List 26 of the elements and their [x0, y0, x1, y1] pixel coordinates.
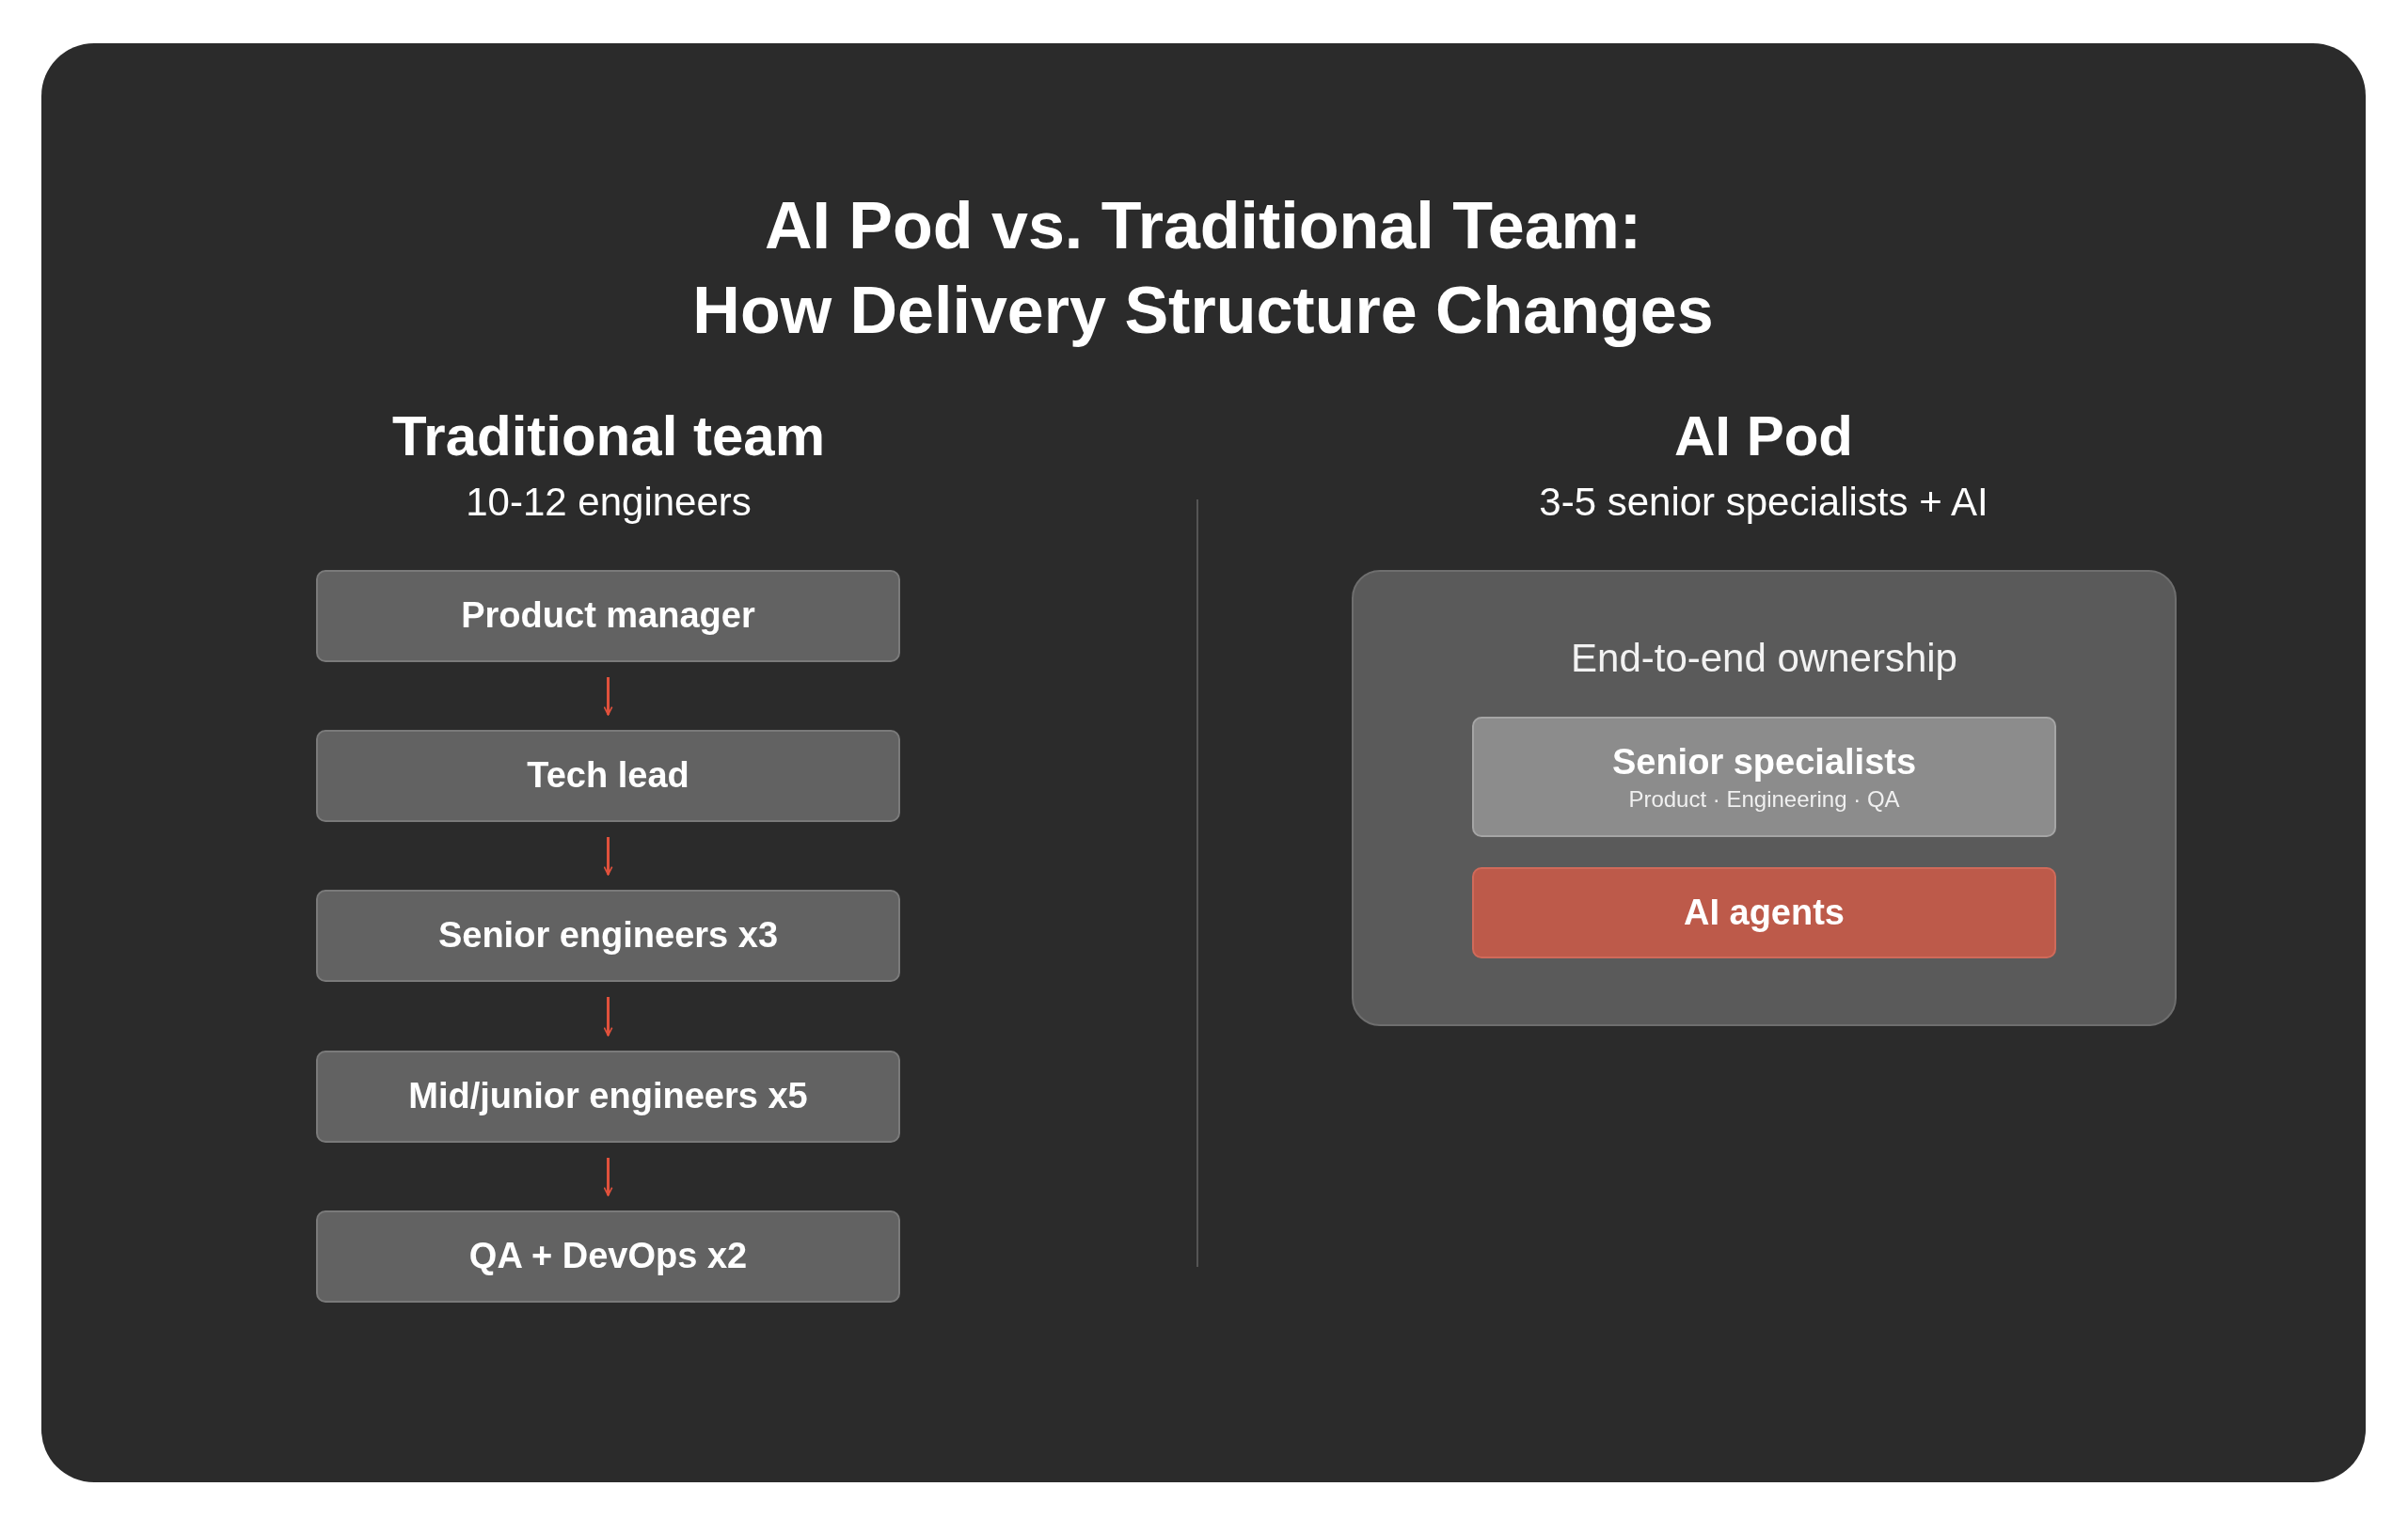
arrow [603, 837, 613, 876]
role-title: Product manager [461, 594, 755, 638]
arrow [603, 1158, 613, 1196]
column-subheading: 3-5 senior specialists + AI [1538, 479, 1989, 526]
role-title: Mid/junior engineers x5 [408, 1075, 808, 1118]
pod-container [1352, 570, 2177, 1026]
role-subtitle: Product · Engineering · QA [1628, 784, 1900, 814]
column-subheading: 10-12 engineers [465, 479, 752, 526]
role-title: QA + DevOps x2 [468, 1235, 748, 1278]
arrow [603, 677, 613, 716]
column-heading: AI Pod [1673, 403, 1854, 469]
role-box [316, 890, 900, 982]
role-title: Tech lead [527, 754, 689, 798]
role-title: Senior specialists [1611, 741, 1917, 784]
role-box [316, 570, 900, 662]
role-title: Senior engineers x3 [437, 914, 779, 957]
role-box [316, 1051, 900, 1143]
arrow [603, 997, 613, 1036]
accent-role-box [1472, 867, 2056, 958]
role-box [1472, 717, 2056, 837]
role-box [316, 1210, 900, 1303]
container-heading: End-to-end ownership [1570, 635, 1958, 682]
column-heading: Traditional team [390, 403, 827, 469]
title: AI Pod vs. Traditional Team: How Delivery Structure Changes [691, 188, 1715, 349]
role-title: AI agents [1683, 891, 1845, 934]
role-box [316, 730, 900, 822]
